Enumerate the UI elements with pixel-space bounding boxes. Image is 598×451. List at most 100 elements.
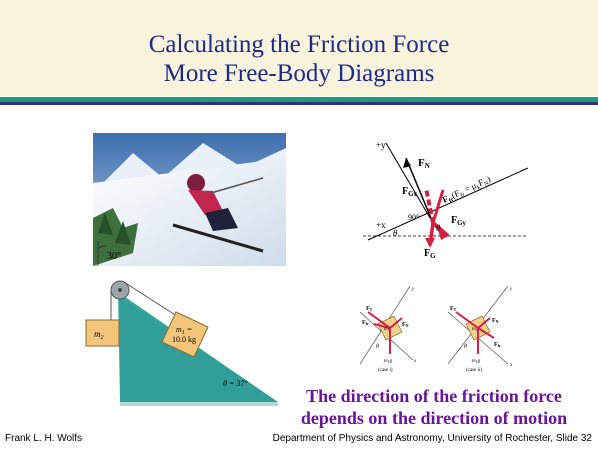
case-1-y-label: y (411, 287, 415, 292)
title-divider-blue (0, 102, 598, 105)
m2-sub: 2 (101, 335, 104, 341)
block-on-incline (161, 311, 209, 358)
case-2-mass-sub: 1 (476, 327, 478, 332)
case-2-mass-label: m1 (472, 327, 478, 332)
ramp-angle-label: θ = 37° (223, 379, 248, 388)
case-1-x-label: x (413, 359, 417, 364)
case-2-normal-arrow (477, 317, 491, 329)
case-1-ft-label: FT (366, 306, 373, 312)
mass-value: 10.0 kg (172, 335, 196, 344)
caption-line-1: The direction of the friction force (306, 386, 562, 406)
m2-main: m (94, 329, 101, 339)
pulley-ramp-illustration: m2 m1 = 10.0 kg θ = 37° (85, 280, 278, 406)
case-2-w-g: g (478, 359, 481, 364)
case-1-mass-sub: 1 (388, 327, 390, 332)
skier-illustration: 30° (93, 133, 286, 266)
gy-label: FGy (451, 215, 467, 227)
case-1-weight-label: m1g (384, 359, 393, 364)
tree-shapes (98, 213, 131, 245)
m2-label: m2 (94, 329, 104, 341)
case-2-mass-main: m (472, 327, 476, 332)
case-1-ffr-label: Ffr (362, 320, 369, 326)
gy-arrowhead (438, 230, 448, 240)
case-1-mass-label: m1 (384, 327, 390, 332)
title-divider-green (0, 97, 598, 102)
ski-angle-label: 30° (107, 251, 121, 262)
angle-arc (97, 245, 107, 250)
friction-formula-7: ) (485, 174, 492, 184)
theta-label-1: θ (393, 228, 398, 238)
hanging-mass (85, 319, 120, 347)
pole (210, 177, 264, 194)
gx-label: FGx (402, 186, 418, 198)
case-1-diagram: FT Ffr FN m1 θ m1g (case i) y x (359, 285, 417, 373)
normal-force-arrow (405, 157, 434, 224)
footer-author: Frank L. H. Wolfs (5, 433, 83, 444)
x-axis-line (367, 167, 529, 241)
case-1-w-m: m (384, 359, 388, 364)
case-1-friction-arrow (373, 323, 391, 329)
case-2-theta: θ (464, 344, 467, 350)
case-2-fn-label: FN (492, 318, 499, 324)
friction-formula-5: F (477, 177, 486, 188)
gy-label-sub: Gy (457, 219, 466, 227)
m1-eq: = (185, 325, 192, 334)
case-1-fn-label: FN (402, 322, 409, 328)
case-1-mass-main: m (384, 327, 388, 332)
case-1-ffr-main: F (362, 320, 366, 326)
normal-arrowhead (403, 158, 411, 168)
x-axis-label: +x (376, 220, 386, 230)
case-2-diagram: FT Ffr FN m1 θ m1g (case ii) y x (447, 285, 513, 373)
friction-formula-2: fr (459, 191, 466, 199)
case-2-w-m: m (472, 359, 476, 364)
case-2-ft-label: FT (450, 306, 457, 312)
gravity-label-sub: G (430, 252, 436, 258)
case-1-fn-main: F (402, 322, 406, 328)
friction-label: Ffr(Ffr = μkFN) (441, 174, 493, 207)
case-2-tension-arrow (455, 311, 479, 329)
gx-label-main: F (402, 186, 408, 197)
friction-formula-4: k (476, 184, 481, 191)
gx-label-sub: Gx (408, 190, 417, 198)
gravity-arrowhead (425, 238, 435, 248)
case-2-ft-main: F (450, 306, 454, 312)
case-2-ft-sub: T (454, 307, 457, 312)
skier (172, 174, 264, 253)
case-2-fn-sub: N (496, 319, 499, 324)
m1-main: m (176, 325, 182, 334)
y-axis-label: +y (376, 140, 386, 150)
rope-incline (123, 281, 184, 321)
case-2-y-label: y (509, 287, 513, 292)
case-2-ffr-label: Ffr (494, 342, 501, 348)
normal-label: FN (418, 157, 430, 170)
case-2-weight-label: m1g (472, 359, 481, 364)
case-1-normal-arrow (389, 317, 403, 329)
friction-formula-1: (F (450, 188, 461, 200)
case-2-ffr-main: F (494, 342, 498, 348)
title-box: Calculating the Friction Force More Free… (0, 0, 598, 96)
gravity-label-main: F (424, 248, 430, 258)
helmet (187, 174, 205, 192)
case-2-friction-arrow (477, 327, 495, 339)
friction-arrow (431, 189, 445, 224)
case-2-w-sub: 1 (476, 359, 478, 364)
gx-arrow (424, 187, 435, 224)
case-2-fn-main: F (492, 318, 496, 324)
case-2-x-label: x (509, 363, 513, 368)
footer-department: Department of Physics and Astronomy, Uni… (272, 433, 592, 444)
case-1-ft-main: F (366, 306, 370, 312)
friction-label-sub: fr (448, 197, 455, 205)
gravity-label: FG (424, 248, 436, 258)
incline-shade (120, 297, 278, 406)
skis (172, 223, 264, 253)
friction-label-main: F (441, 193, 451, 205)
normal-label-sub: N (425, 162, 430, 170)
pulley-hub (118, 288, 122, 292)
gy-arrow (431, 221, 450, 238)
case-1-theta: θ (376, 344, 379, 350)
y-axis-line (385, 142, 434, 224)
theta-label-2: θ (436, 223, 441, 233)
normal-label-main: F (418, 157, 425, 169)
case-2-ffr-sub: fr (498, 343, 501, 348)
